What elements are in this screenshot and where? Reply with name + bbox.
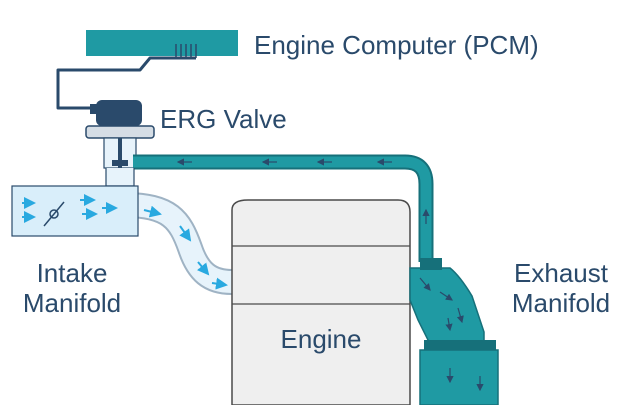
- exhaust-manifold: [409, 258, 499, 405]
- intake-label-line2: Manifold: [22, 288, 122, 318]
- intake-manifold: [11, 185, 139, 237]
- throttle-valve-icon: [43, 201, 65, 227]
- egr-flow-arrows: [176, 158, 430, 224]
- intake-flow-arrows: [143, 205, 228, 290]
- engine-block: [231, 199, 411, 405]
- intake-box-arrows: [22, 194, 118, 223]
- intake-label-line1: Intake: [36, 258, 108, 288]
- pcm-module: [86, 30, 238, 56]
- valve-label: ERG Valve: [160, 104, 287, 134]
- engine-label: Engine: [280, 324, 362, 354]
- valve-throat: [105, 168, 135, 187]
- pcm-wire: [56, 56, 196, 110]
- exhaust-label-line1: Exhaust: [514, 258, 608, 288]
- exhaust-flow-arrows: [419, 277, 484, 392]
- pcm-connector-pins: [175, 44, 197, 58]
- exhaust-label-line2: Manifold: [511, 288, 611, 318]
- pcm-label: Engine Computer (PCM): [254, 30, 539, 60]
- erg-valve: [85, 100, 155, 172]
